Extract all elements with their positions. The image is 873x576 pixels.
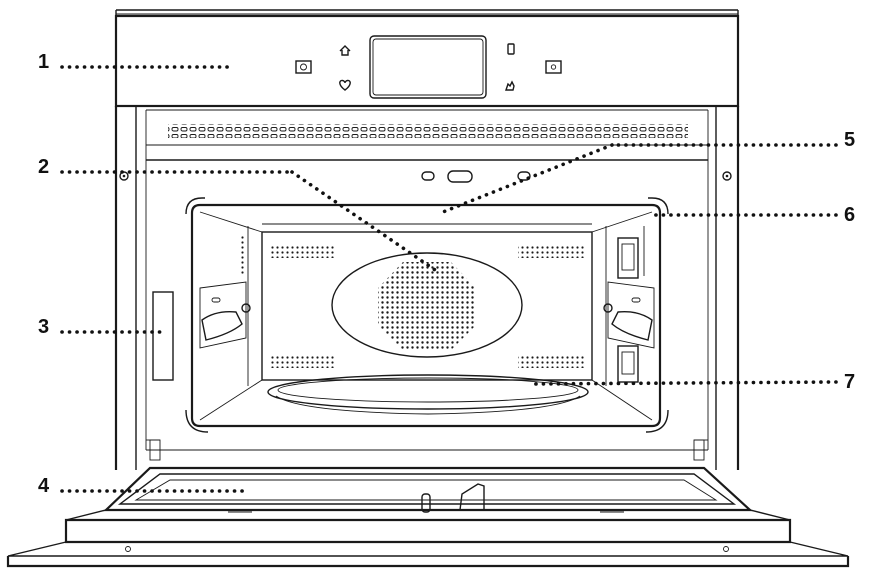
rating-plate [152,291,174,381]
oven-frame [114,9,740,470]
callout-2: 2 [38,156,49,178]
callout-7: 7 [844,371,855,393]
control-panel [295,35,562,99]
callout-labels: 1 2 3 4 5 6 7 [38,51,855,497]
callout-5: 5 [844,129,855,151]
home-icon [339,45,351,56]
callout-1: 1 [38,51,49,73]
callout-4: 4 [38,475,50,497]
leader-7 [530,380,838,386]
leader-5-diagonal [441,143,614,214]
phone-icon [507,43,515,55]
leader-2-diagonal [290,170,440,274]
callout-3: 3 [38,316,49,338]
hand-icon [505,80,515,91]
right-button-icon [545,60,562,74]
oven-cavity [185,170,669,433]
left-button-icon [295,60,312,74]
oven-door [6,439,850,568]
heart-icon [339,79,351,91]
callout-6: 6 [844,204,855,226]
callout-leaders [60,65,838,493]
